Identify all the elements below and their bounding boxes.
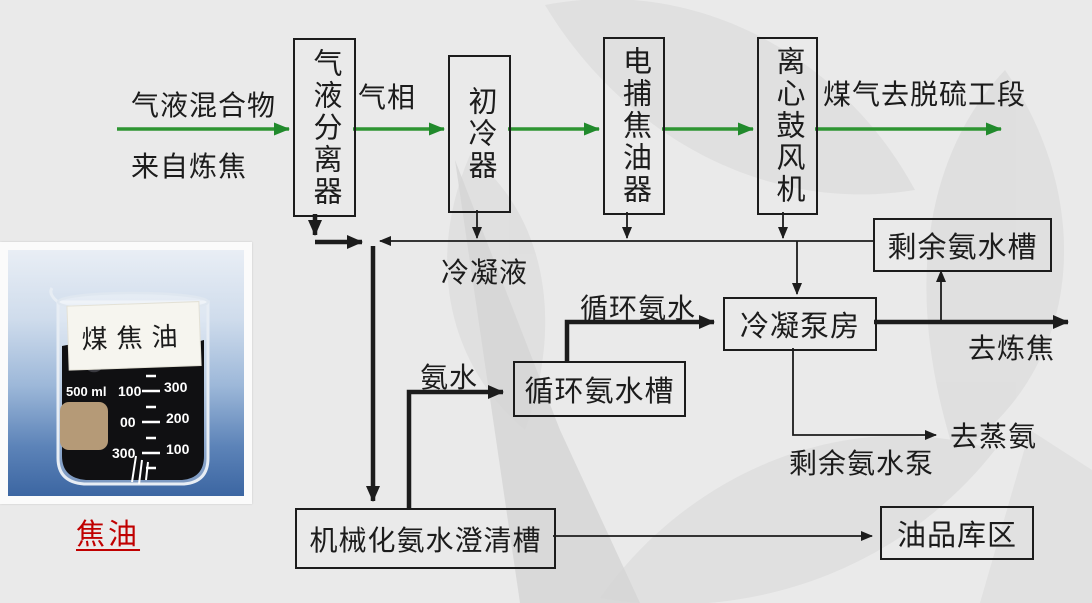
- liquor-lines: [308, 214, 1069, 508]
- label-gas-phase: 气相: [358, 82, 417, 113]
- box-primary-cooler: 初冷器: [448, 55, 511, 213]
- beaker-scale: 500 ml 100 00 300 300 200 100: [66, 374, 190, 485]
- photo-background: 煤焦油 500 ml 100 00 300 300 200 100: [8, 250, 244, 496]
- scale-r1: 300: [164, 379, 188, 395]
- scale-r2: 200: [166, 410, 190, 426]
- box-circulating-ammonia-tank: 循环氨水槽: [513, 361, 686, 417]
- label-ammonia-water: 氨水: [420, 362, 479, 393]
- arrow-to-ammonia-distillation: [792, 348, 937, 440]
- box-gas-liquid-separator: 气液分离器: [293, 38, 356, 217]
- scale-c1: 100: [118, 383, 142, 399]
- arrow-circulating-ammonia: [564, 315, 715, 361]
- beaker-label: 煤焦油: [66, 301, 202, 371]
- label-from-coking: 来自炼焦: [131, 151, 248, 182]
- condensate-lines: [379, 210, 946, 541]
- coal-tar-photo: 煤焦油 500 ml 100 00 300 300 200 100: [0, 242, 252, 504]
- label-gas-liquid-mixture: 气液混合物: [131, 90, 277, 121]
- box-oil-depot: 油品库区: [880, 506, 1034, 560]
- beaker-label-text: 煤焦油: [81, 322, 187, 355]
- label-gas-to-desulfurization: 煤气去脱硫工段: [823, 79, 1027, 110]
- beaker-patch: [60, 402, 108, 450]
- beaker-illustration: 煤焦油 500 ml 100 00 300 300 200 100: [49, 287, 210, 486]
- box-mechanized-ammonia-clarifier: 机械化氨水澄清槽: [295, 508, 556, 569]
- scale-500ml: 500 ml: [66, 384, 106, 399]
- photo-caption-tar: 焦油: [76, 519, 141, 551]
- box-centrifugal-blower: 离心鼓风机: [757, 37, 818, 215]
- box-condensate-pump-house: 冷凝泵房: [723, 297, 877, 351]
- label-surplus-ammonia-pump: 剩余氨水泵: [789, 448, 935, 479]
- scale-c2: 00: [120, 414, 136, 430]
- label-circulating-ammonia: 循环氨水: [580, 293, 697, 324]
- label-to-coking: 去炼焦: [968, 333, 1056, 364]
- box-surplus-ammonia-tank: 剩余氨水槽: [873, 218, 1052, 272]
- arrow-ammonia-to-circulating-tank: [406, 385, 504, 508]
- label-to-ammonia-distillation: 去蒸氨: [950, 421, 1038, 452]
- scale-r3: 100: [166, 441, 190, 457]
- scale-c3: 300: [112, 445, 136, 461]
- box-electric-tar-precipitator: 电捕焦油器: [603, 37, 665, 215]
- label-condensate: 冷凝液: [441, 257, 529, 288]
